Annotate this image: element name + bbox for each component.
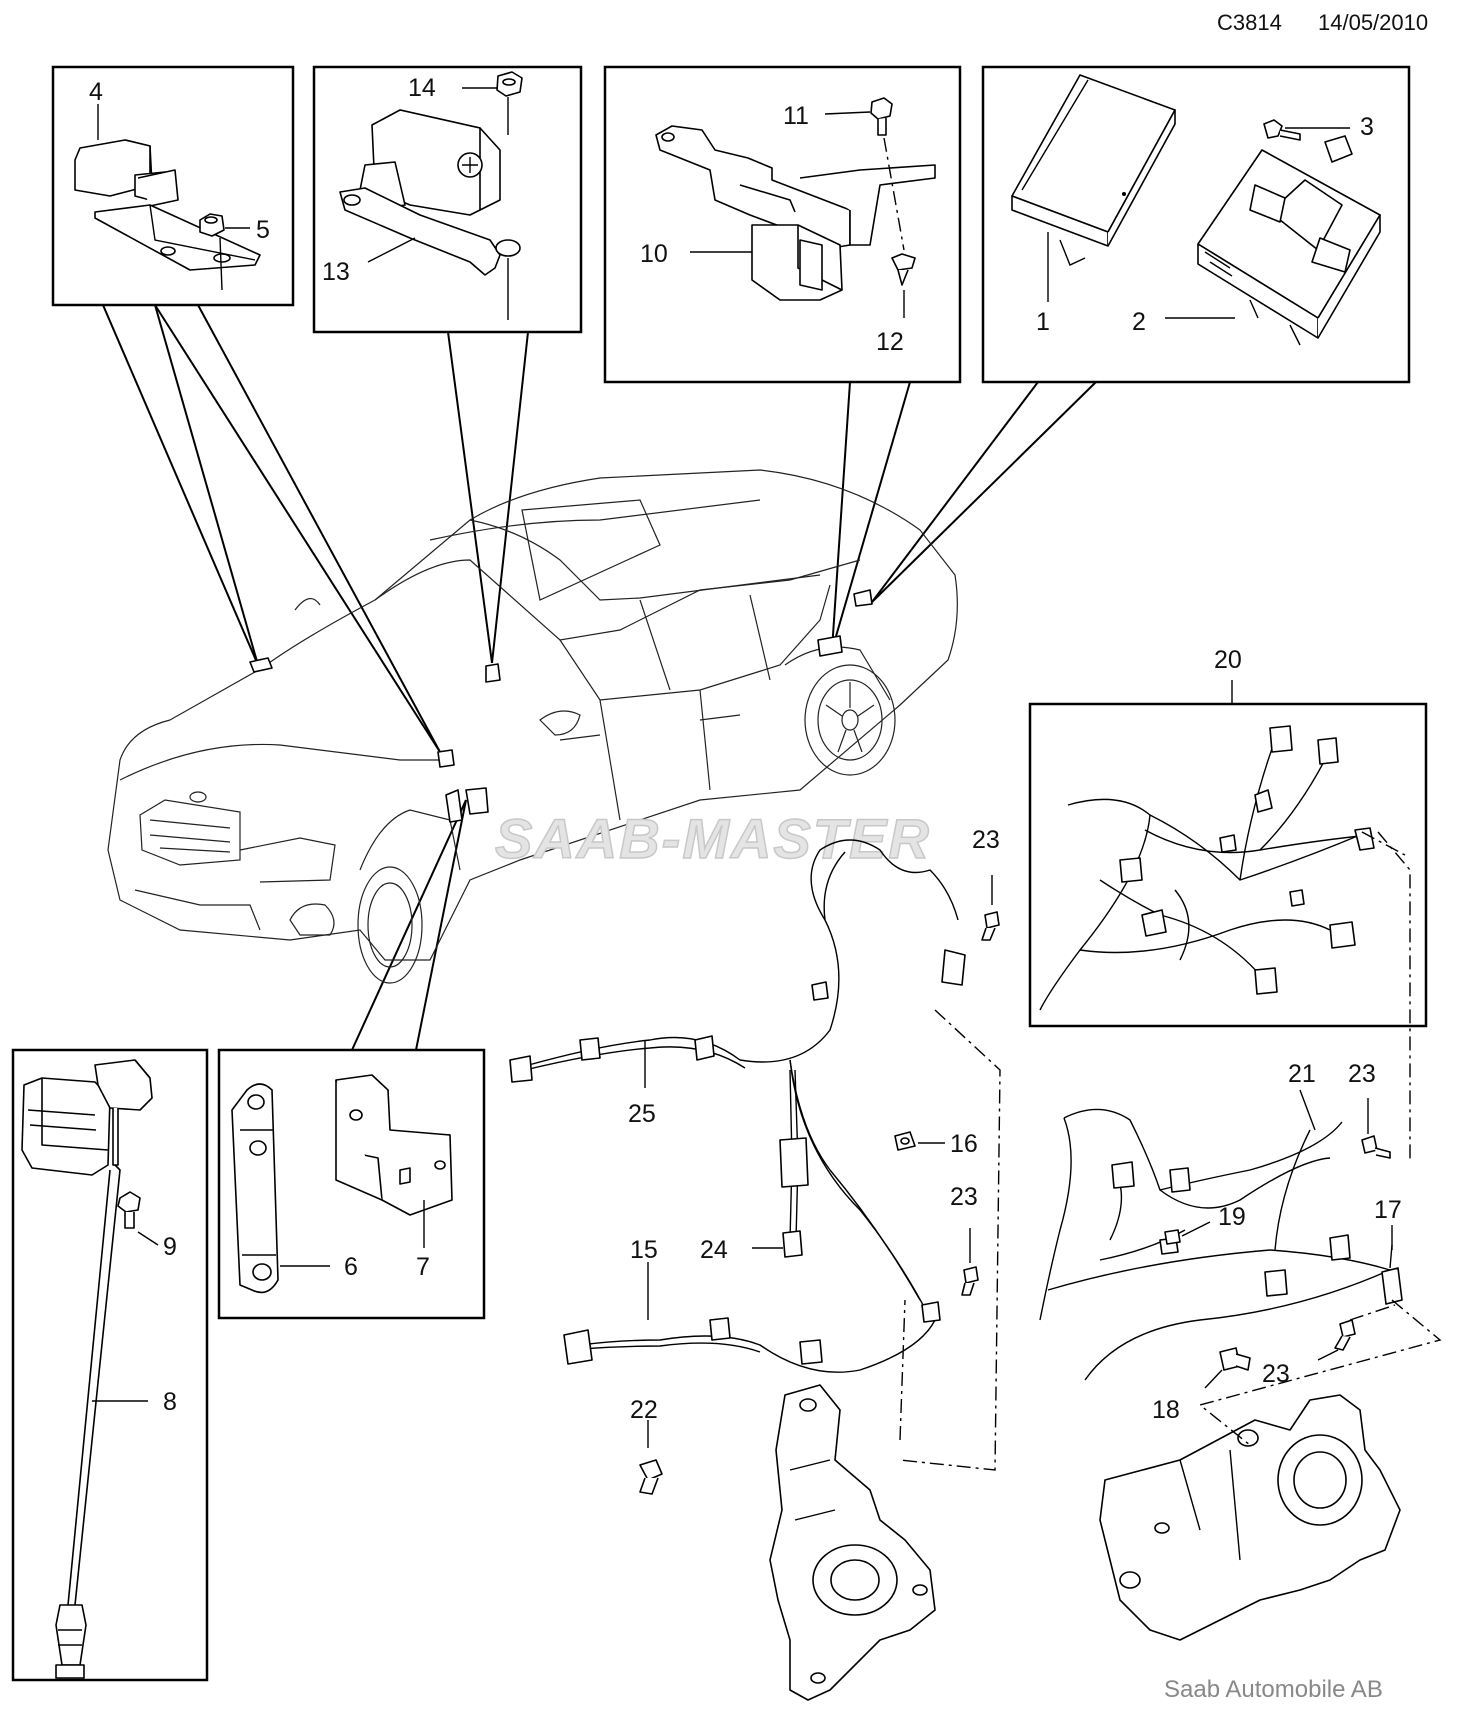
callout-19: 19 [1218, 1203, 1246, 1231]
rear-knuckle-drawing [1099, 1394, 1401, 1641]
nut-5-drawing [199, 213, 225, 237]
control-module-2-drawing [1197, 135, 1381, 346]
sensor-4-drawing [74, 139, 261, 271]
relation-lines [899, 831, 1442, 1471]
diagram-date: 14/05/2010 [1318, 10, 1428, 35]
callout-1: 1 [1036, 308, 1050, 336]
bracket-10-drawing [655, 125, 936, 301]
footer-copyright: Saab Automobile AB [1164, 1676, 1383, 1703]
callout-21: 21 [1288, 1060, 1316, 1088]
clip-16-drawing [894, 1131, 916, 1151]
callout-11: 11 [783, 102, 809, 130]
callout-24: 24 [700, 1236, 728, 1264]
harness-20-drawing [1039, 725, 1375, 1011]
callout-labels: 4 5 14 13 11 10 12 3 1 2 20 23 25 16 23 … [89, 74, 1402, 1424]
leader-11 [824, 111, 871, 115]
clip-9-drawing [117, 1191, 141, 1229]
watermark: SAAB-MASTER [495, 807, 931, 870]
bracket-6-drawing [231, 1083, 279, 1294]
callout-23-right: 23 [1348, 1060, 1376, 1088]
pointer-lines [102, 304, 1097, 1051]
detail-box-sensor-4 [51, 65, 295, 307]
detail-box-yaw-sensor-13 [312, 65, 583, 334]
front-knuckle-drawing [769, 1384, 936, 1701]
control-unit-1-drawing [1011, 74, 1176, 266]
callout-22: 22 [630, 1396, 658, 1424]
callout-5: 5 [256, 216, 270, 244]
sensor-8-drawing [21, 1059, 153, 1679]
callout-13: 13 [322, 258, 350, 286]
callout-18: 18 [1152, 1396, 1180, 1424]
callout-10: 10 [640, 240, 668, 268]
sensor-17-drawing [1381, 1244, 1403, 1305]
callout-6: 6 [344, 1253, 358, 1281]
leader-21 [1299, 1089, 1316, 1131]
callout-12: 12 [876, 328, 904, 356]
leader-23d [1317, 1349, 1339, 1361]
bolt-23-upper-drawing [981, 911, 1000, 941]
callout-14: 14 [408, 74, 436, 102]
nut-14-drawing [496, 71, 523, 97]
detail-box-brackets-6-7 [217, 1048, 486, 1320]
callout-8: 8 [163, 1388, 177, 1416]
screw-3-drawing [1263, 119, 1301, 141]
callout-23-mid: 23 [950, 1183, 978, 1211]
yaw-sensor-13-drawing [339, 109, 521, 276]
bolt-11-drawing [870, 97, 893, 136]
callout-17: 17 [1374, 1196, 1402, 1224]
bracket-7-drawing [335, 1074, 453, 1216]
axis-line-5 [219, 237, 223, 291]
leader-19 [1181, 1221, 1211, 1237]
bolt-23-lower-drawing [1334, 1319, 1356, 1351]
callout-20: 20 [1214, 646, 1242, 674]
harness-15-drawing [563, 1059, 941, 1373]
bolt-23-mid-drawing [961, 1266, 979, 1296]
callout-23-upper: 23 [972, 826, 1000, 854]
callout-9: 9 [163, 1233, 177, 1261]
callout-2: 2 [1132, 308, 1146, 336]
leader-9 [137, 1231, 159, 1246]
leader-13 [367, 237, 416, 263]
detail-box-sensor-8 [11, 1048, 209, 1682]
bolt-23-right-drawing [1361, 1135, 1391, 1159]
harness-21-drawing [1039, 1108, 1391, 1381]
callout-15: 15 [630, 1236, 658, 1264]
callout-4: 4 [89, 78, 103, 106]
bolt-22-drawing [639, 1459, 663, 1495]
clip-18-drawing [1219, 1347, 1251, 1371]
callout-25: 25 [628, 1100, 656, 1128]
detail-box-bracket-10 [603, 65, 962, 384]
car-illustration [107, 469, 958, 984]
clip-19-drawing [1164, 1229, 1181, 1245]
leader-18 [1204, 1369, 1223, 1389]
nut-12-drawing [891, 253, 916, 286]
sensor-24-drawing [779, 1069, 809, 1258]
harness-25-drawing [509, 839, 966, 1083]
axis-line-11-12 [883, 137, 905, 251]
callout-7: 7 [416, 1253, 430, 1281]
callout-3: 3 [1360, 113, 1374, 141]
callout-23-lower: 23 [1262, 1360, 1290, 1388]
detail-box-control-unit [981, 65, 1411, 384]
diagram-code: C3814 [1217, 10, 1282, 35]
callout-16: 16 [950, 1130, 978, 1158]
detail-box-harness-20 [1028, 702, 1428, 1028]
